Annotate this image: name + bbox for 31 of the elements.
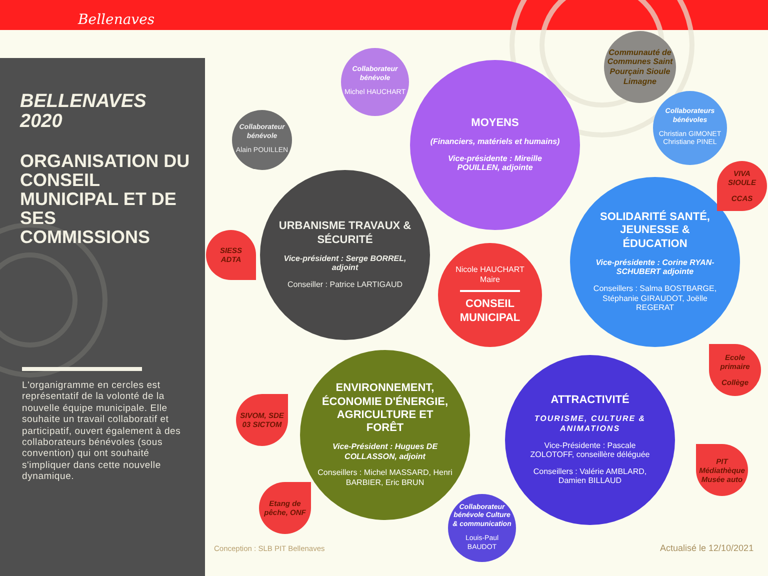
heading-text: Nicole HAUCHART Maire — [454, 265, 526, 284]
member-text: Vice-présidente : Mireille POUILLEN, adjointe — [447, 154, 543, 173]
speech-bubble — [259, 482, 311, 534]
subheading-text: TOURISME, CULTURE & ANIMATIONS — [533, 414, 647, 434]
date-text: Actualisé le 12/10/2021 — [660, 543, 754, 553]
circle-node — [604, 31, 676, 103]
header-text: Bellenaves — [78, 12, 155, 28]
speech-bubble — [696, 444, 748, 496]
subheading-text: CONSEIL MUNICIPAL — [458, 298, 522, 325]
member-text: Conseillers : Valérie AMBLARD, Damien BILLAUD — [532, 466, 648, 486]
subheading-text: (Financiers, matériels et humains) — [430, 137, 560, 147]
speech-bubble — [717, 161, 767, 211]
subheading-text: Vice-présidente : Corine RYAN-SCHUBERT adjointe — [594, 258, 716, 277]
subheading-text: Vice-Président : Hugues DE COLLASSON, adjoint — [331, 442, 439, 462]
heading-text: MOYENS — [471, 117, 519, 130]
subheading-text: Vice-président : Serge BORREL, adjoint — [282, 254, 408, 273]
heading-text: ENVIRONNEMENT, ÉCONOMIE D'ÉNERGIE, AGRICULTURE ET FORÊT — [320, 382, 450, 436]
speech-bubble — [236, 394, 288, 446]
subtitle-text: ORGANISATION DU CONSEIL MUNICIPAL ET DE SES COMMISSIONS — [20, 152, 190, 246]
heading-text: SOLIDARITÉ SANTÉ, JEUNESSE & ÉDUCATION — [598, 211, 711, 251]
speech-bubble — [206, 230, 256, 280]
member-text: Vice-Présidente : Pascale ZOLOTOFF, conseillère déléguée — [529, 440, 651, 460]
heading-text: Communauté de Communes Saint Pourçain Sioule Limagne — [607, 48, 673, 86]
member-text: Conseiller : Patrice LARTIGAUD — [288, 280, 402, 290]
title-text: BELLENAVES 2020 — [20, 92, 148, 132]
speech-bubble — [709, 344, 761, 396]
member-text: Conseillers : Michel MASSARD, Henri BARBIER, Eric BRUN — [317, 468, 453, 488]
description-text: L'organigramme en cercles est représentatif de la volonté de la nouvelle équipe municipale. Elle souhaite un travail collaboratif et participatif, ouvert également à des collaborateurs bénévoles (sous convention) qui ont souhaité s'impliquer dans cette nouvelle dynamique. — [22, 380, 182, 483]
heading-text: URBANISME TRAVAUX & SÉCURITÉ — [278, 220, 412, 247]
member-text: Conseillers : Salma BOSTBARGE, Stéphanie GIRAUDOT, Joëlle REGERAT — [592, 284, 718, 313]
heading-text: ATTRACTIVITÉ — [550, 394, 630, 408]
